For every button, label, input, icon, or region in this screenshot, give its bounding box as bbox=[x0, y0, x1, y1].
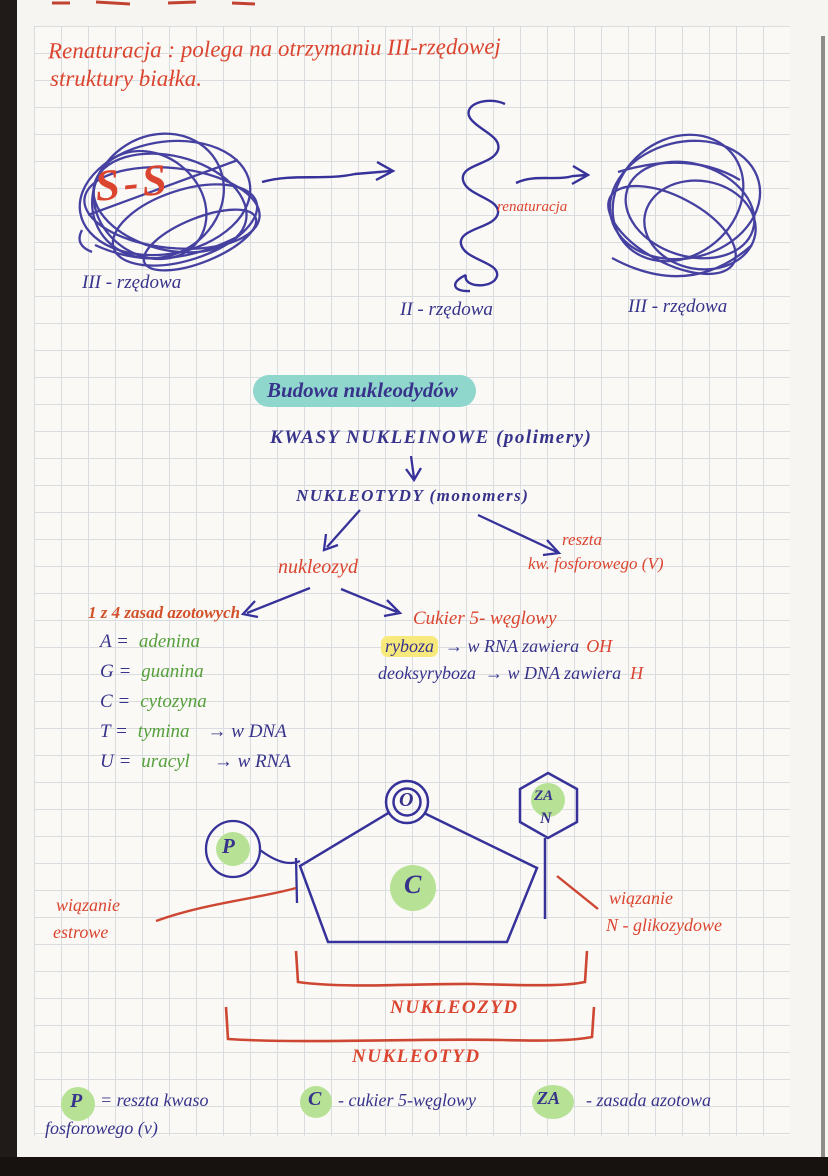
base-symbol: A = bbox=[100, 631, 129, 652]
base-symbol: U = bbox=[100, 751, 132, 772]
base-symbol: T = bbox=[100, 721, 128, 742]
base-name: tymina bbox=[137, 721, 190, 742]
glycosidic-bond-label-line2: N - glikozydowe bbox=[606, 915, 722, 935]
base-row-tymina: T = tymina → w DNA bbox=[100, 721, 287, 743]
sugar-term-highlighted: ryboza bbox=[381, 636, 438, 657]
phosphate-letter: P bbox=[222, 834, 235, 858]
base-name: guanina bbox=[141, 661, 204, 682]
oxygen-letter: O bbox=[399, 789, 414, 811]
legend-phosphate-text2: fosforowego (v) bbox=[45, 1118, 158, 1138]
sugar-term: deoksyryboza bbox=[378, 663, 476, 683]
page-edge-marks bbox=[52, 0, 256, 6]
base-symbol: C = bbox=[100, 691, 131, 712]
section-heading: Budowa nukleodydów bbox=[253, 375, 476, 408]
base-name: cytozyna bbox=[140, 691, 207, 712]
sugar-row-suffix: H bbox=[630, 663, 644, 683]
nukleotyd-bracket bbox=[224, 1006, 596, 1043]
base-letters: ZA bbox=[534, 788, 554, 804]
arrow-right-1 bbox=[261, 160, 396, 184]
base-hexagon-drawing bbox=[518, 771, 579, 919]
legend-phosphate-symbol: P bbox=[70, 1090, 83, 1112]
protein-tangle-left-drawing bbox=[78, 132, 261, 272]
legend-sugar-symbol: C bbox=[308, 1088, 322, 1110]
sugar-row-deoksyryboza: deoksyryboza → w DNA zawiera H bbox=[378, 663, 643, 684]
phosphate-circle-drawing bbox=[204, 819, 301, 904]
nukleotydy-label: NUKLEOTYDY (monomers) bbox=[296, 486, 530, 505]
disulfide-ss-label: S-S bbox=[92, 154, 173, 211]
scan-edge-right bbox=[821, 36, 825, 1157]
base-symbol: G = bbox=[100, 661, 132, 682]
label-tertiary-left: III - rzędowa bbox=[82, 272, 182, 293]
sugar-row-text: → w DNA zawiera bbox=[484, 663, 622, 683]
base-row-guanina: G = guanina bbox=[100, 661, 204, 683]
nukleotyd-bracket-label: NUKLEOTYD bbox=[352, 1046, 481, 1067]
legend-phosphate-text: = reszta kwaso bbox=[100, 1090, 209, 1110]
sugar-row-text: → w RNA zawiera bbox=[445, 636, 580, 656]
scan-edge-left bbox=[0, 0, 17, 1176]
bases-heading: 1 z 4 zasad azotowych bbox=[88, 603, 241, 622]
nukleozyd-bracket-label: NUKLEOZYD bbox=[390, 997, 519, 1018]
label-secondary-mid: II - rzędowa bbox=[400, 299, 493, 320]
ester-bond-label-line1: wiązanie bbox=[56, 895, 121, 915]
sugar-row-suffix: OH bbox=[586, 636, 613, 656]
reszta-label-line2: kw. fosforowego (V) bbox=[528, 554, 664, 573]
legend-base-symbol: ZA bbox=[537, 1088, 561, 1108]
scan-edge-bottom bbox=[0, 1157, 828, 1176]
base-row-adenina: A = adenina bbox=[100, 631, 200, 653]
grid-paper bbox=[34, 26, 790, 1136]
reszta-label-line1: reszta bbox=[562, 530, 602, 549]
sugar-heading: Cukier 5- węglowy bbox=[413, 608, 557, 629]
base-note: → w RNA bbox=[213, 751, 291, 772]
base-name: uracyl bbox=[141, 751, 190, 772]
base-note: → w DNA bbox=[207, 721, 287, 742]
label-tertiary-right: III - rzędowa bbox=[628, 296, 728, 317]
glycosidic-bond-label-line1: wiązanie bbox=[609, 888, 674, 908]
label-renaturation-arrow: renaturacja bbox=[497, 199, 568, 215]
base-row-cytozyna: C = cytozyna bbox=[100, 691, 207, 713]
sugar-row-ryboza: ryboza → w RNA zawiera OH bbox=[381, 636, 612, 657]
base-nitrogen-letter: N bbox=[540, 810, 552, 827]
sugar-pentagon-drawing bbox=[298, 779, 539, 944]
nukleozyd-bracket bbox=[294, 950, 589, 987]
page-title-line2: struktury białka. bbox=[50, 66, 203, 91]
flow-arrows bbox=[240, 455, 562, 619]
bond-annotation-lines bbox=[155, 875, 599, 923]
helix-coil-drawing bbox=[454, 99, 506, 293]
base-name: adenina bbox=[138, 631, 201, 652]
sugar-letter: C bbox=[404, 870, 422, 899]
legend-sugar-text: - cukier 5-węglowy bbox=[338, 1090, 476, 1110]
arrow-right-2 bbox=[515, 164, 591, 186]
green-highlights bbox=[61, 783, 574, 1121]
protein-tangle-right-drawing bbox=[607, 133, 762, 278]
kwasy-nukleinowe-label: KWASY NUKLEINOWE (polimery) bbox=[270, 427, 593, 448]
ester-bond-label-line2: estrowe bbox=[53, 922, 109, 942]
page-title-line1: Renaturacja : polega na otrzymaniu III-r… bbox=[47, 33, 502, 64]
legend-base-text: - zasada azotowa bbox=[586, 1090, 712, 1110]
nukleozyd-label: nukleozyd bbox=[278, 556, 358, 578]
base-row-uracyl: U = uracyl → w RNA bbox=[100, 751, 291, 773]
